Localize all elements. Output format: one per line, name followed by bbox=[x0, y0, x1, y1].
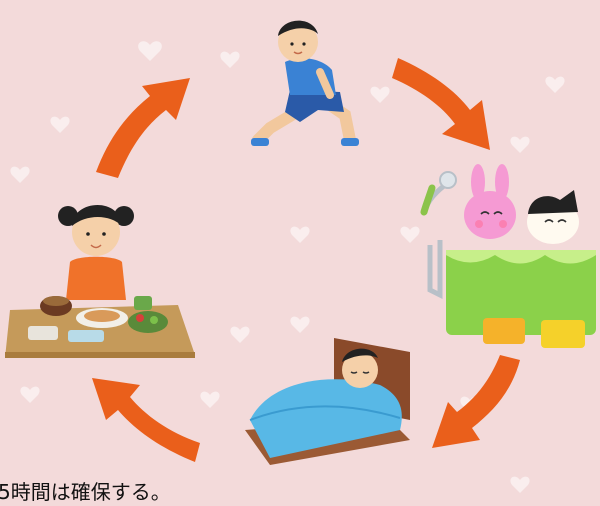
heart-decoration bbox=[10, 166, 30, 183]
caption-text: 5時間は確保する。 bbox=[0, 480, 171, 504]
heart-decoration bbox=[138, 41, 162, 61]
heart-decoration bbox=[290, 316, 310, 333]
bath-icon bbox=[420, 164, 596, 348]
sleep-icon bbox=[245, 338, 410, 465]
heart-decoration bbox=[20, 386, 40, 403]
heart-decoration bbox=[370, 86, 390, 103]
exercise-icon bbox=[251, 20, 359, 146]
heart-decoration bbox=[200, 391, 220, 408]
heart-decoration bbox=[230, 326, 250, 343]
heart-decoration bbox=[510, 476, 530, 493]
arrow-icon bbox=[432, 355, 520, 448]
cycle-arrows bbox=[92, 58, 520, 462]
heart-decoration bbox=[50, 116, 70, 133]
arrow-icon bbox=[96, 78, 190, 178]
heart-decoration bbox=[545, 76, 565, 93]
arrow-icon bbox=[392, 58, 490, 150]
heart-decoration bbox=[400, 226, 420, 243]
heart-decoration bbox=[220, 51, 240, 68]
meal-icon bbox=[5, 204, 195, 358]
arrow-icon bbox=[92, 378, 200, 462]
heart-decoration bbox=[290, 226, 310, 243]
heart-decoration bbox=[510, 136, 530, 153]
